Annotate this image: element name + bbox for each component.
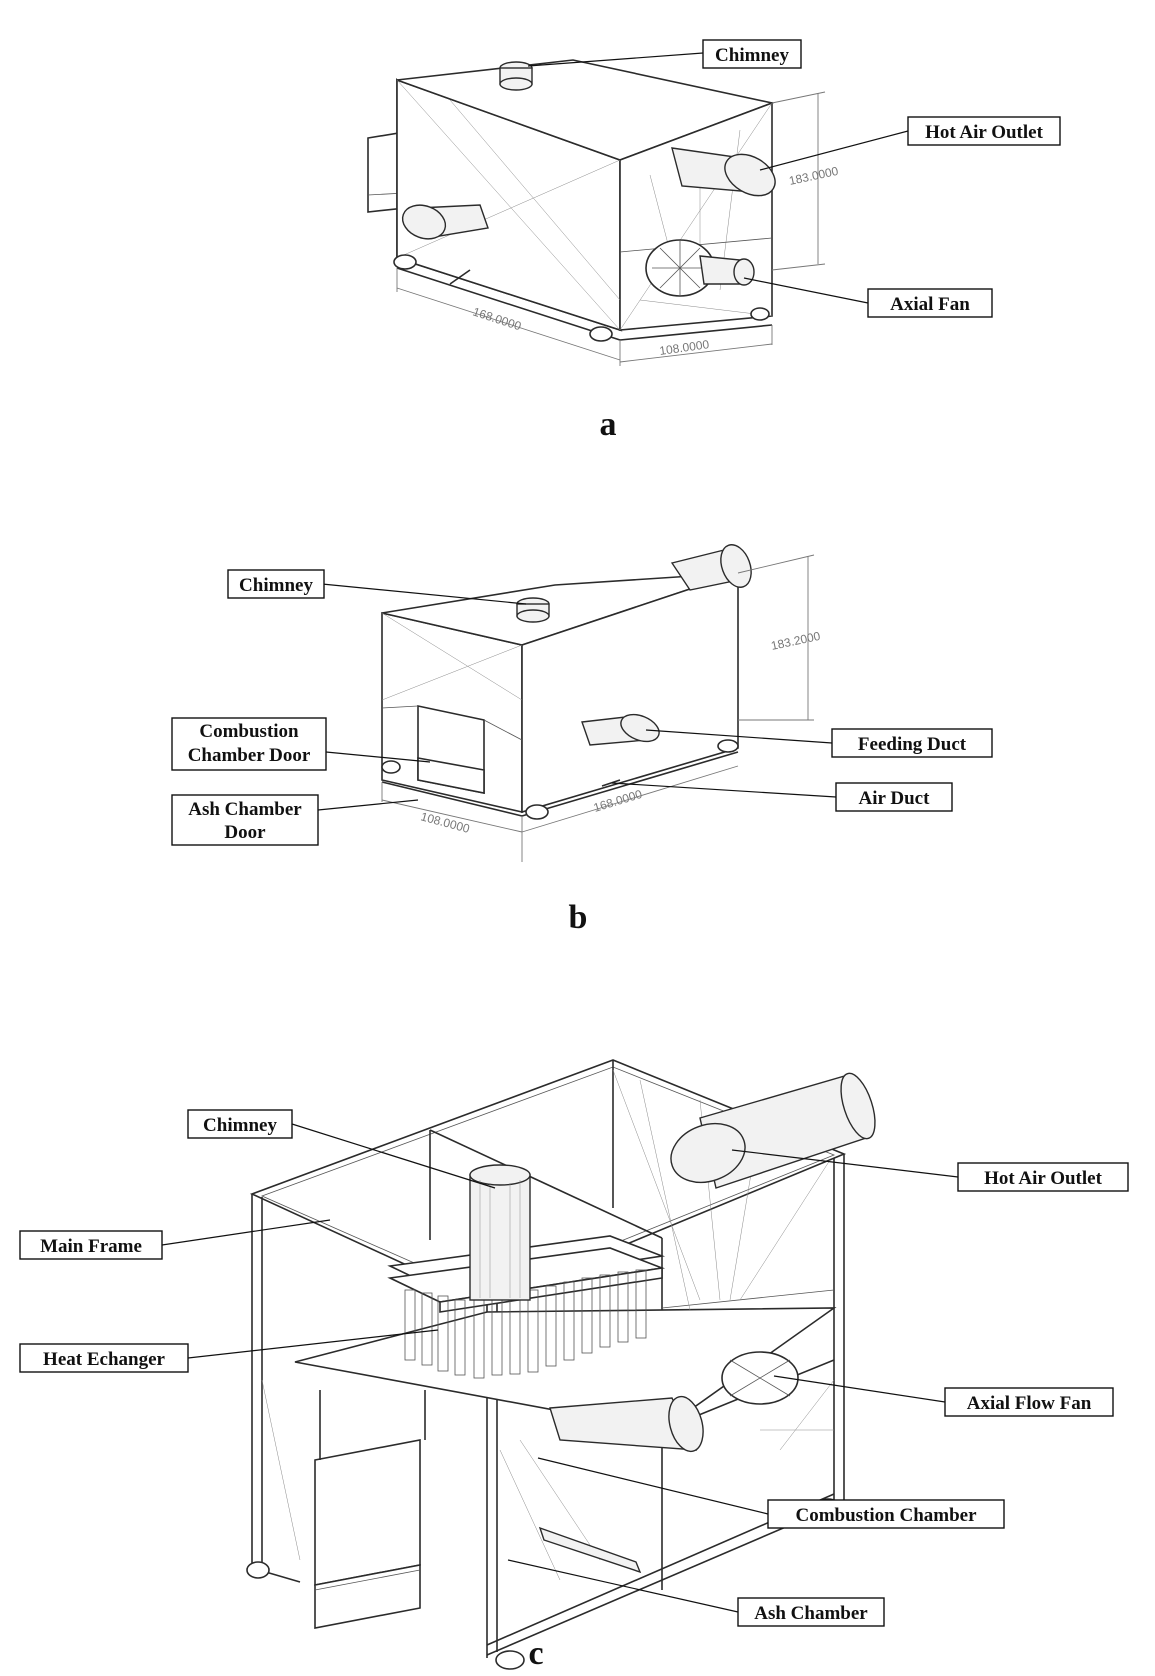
view-c-frame [246, 1059, 847, 1670]
view-b-combustion-door-label-1: Combustion [199, 721, 299, 742]
view-c-hot-air-outlet-label: Hot Air Outlet [984, 1168, 1103, 1189]
view-a-chimney-label: Chimney [715, 45, 789, 66]
view-b-chimney-label-box [227, 569, 325, 599]
view-b-width-dim: 108.0000 [419, 809, 471, 836]
view-a-body [367, 59, 776, 342]
view-c-hot-air-outlet-label-box [957, 1162, 1129, 1192]
view-b-chimney-label: Chimney [239, 575, 313, 596]
view-c-caption: c [528, 1635, 543, 1672]
view-c-ash-chamber-label-box [737, 1597, 885, 1627]
view-b-combustion-door-label-2: Chamber Door [188, 745, 311, 766]
view-a-hot-air-outlet-label-box [907, 116, 1061, 146]
view-a: 183.0000 168.0000 108.0000 Chimney Hot A… [367, 39, 1061, 443]
view-a-callouts: Chimney Hot Air Outlet Axial Fan [527, 39, 1061, 318]
view-b-combustion-door-label-box [171, 717, 327, 771]
view-b-ash-door-label-1: Ash Chamber [188, 799, 302, 820]
view-b-length-dim: 168.0000 [592, 787, 644, 815]
view-b-ash-door-label-2: Door [224, 822, 266, 843]
view-c-chimney-label-box [187, 1109, 293, 1139]
view-c-heat-exchanger-label: Heat Echanger [43, 1349, 165, 1370]
view-b-air-duct-label-box [835, 782, 953, 812]
view-b-height-dim: 183.2000 [770, 629, 822, 653]
view-a-width-dim: 108.0000 [658, 337, 710, 358]
view-c-fan [721, 1351, 799, 1405]
view-b-air-duct-label: Air Duct [859, 788, 931, 809]
view-a-height-dim: 183.0000 [788, 164, 840, 188]
view-c-doors [314, 1390, 426, 1629]
view-b-caption: b [569, 899, 588, 936]
view-a-length-dim: 168.0000 [471, 305, 523, 334]
view-b-body [381, 544, 752, 820]
view-c-combustion-chamber-label: Combustion Chamber [795, 1505, 977, 1526]
view-a-caption: a [600, 406, 617, 443]
view-b-feeding-duct-label: Feeding Duct [858, 734, 967, 755]
view-c-axial-flow-fan-label: Axial Flow Fan [967, 1393, 1092, 1414]
view-a-hot-air-outlet-label: Hot Air Outlet [925, 122, 1044, 143]
view-c-main-frame-label-box [19, 1230, 163, 1260]
view-c-chimney-label: Chimney [203, 1115, 277, 1136]
view-a-chimney-label-box [702, 39, 802, 69]
view-c-feed-duct [538, 1395, 704, 1574]
view-c-main-frame-label: Main Frame [40, 1236, 142, 1257]
view-b: 183.2000 108.0000 168.0000 Chimney Combu… [171, 544, 993, 936]
view-b-ash-door-label-box [171, 794, 319, 846]
view-c-axial-flow-fan-label-box [944, 1387, 1114, 1417]
view-a-axial-fan-label: Axial Fan [890, 294, 970, 315]
view-c: Chimney Hot Air Outlet Main Frame Heat E… [19, 1059, 1129, 1672]
view-c-callouts: Chimney Hot Air Outlet Main Frame Heat E… [19, 1109, 1129, 1627]
view-c-heat-exchanger-label-box [19, 1343, 189, 1373]
view-c-combustion-chamber-label-box [767, 1499, 1005, 1529]
view-c-hot-air-outlet [670, 1072, 876, 1189]
view-c-ash-chamber-label: Ash Chamber [754, 1603, 868, 1624]
view-a-axial-fan-label-box [867, 288, 993, 318]
view-b-callouts: Chimney Combustion Chamber Door Ash Cham… [171, 569, 993, 846]
view-c-chimney [469, 1164, 531, 1301]
view-b-feeding-duct-label-box [831, 728, 993, 758]
